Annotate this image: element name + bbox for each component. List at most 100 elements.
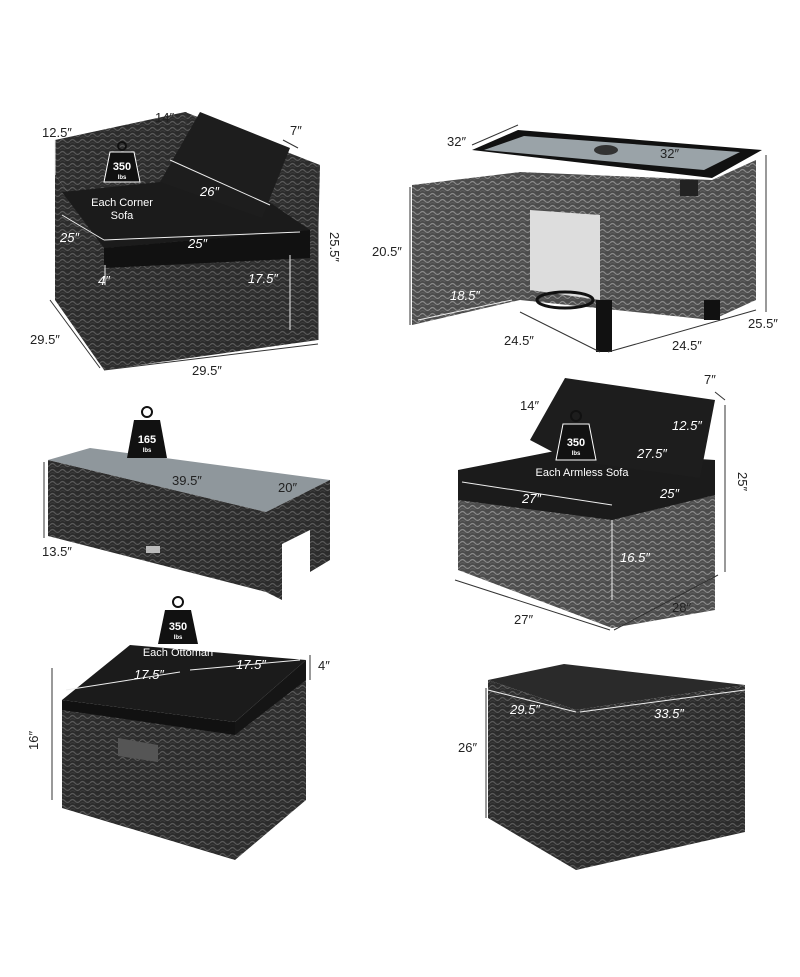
armless-sofa-dim-height: 25″ — [735, 472, 750, 491]
dim-line — [607, 309, 757, 353]
dim-line — [103, 231, 301, 241]
dim-line — [714, 391, 726, 401]
dim-line — [65, 671, 181, 691]
coffee-table-weight-badge: 165 lbs — [127, 406, 167, 458]
corner-sofa-dim-width: 29.5″ — [192, 363, 222, 378]
corner-sofa-dim-back-width: 14″ — [155, 110, 174, 125]
ottoman-dim-height: 16″ — [26, 731, 41, 750]
armless-sofa-caption: Each Armless Sofa — [536, 467, 630, 479]
fire-table-dim-height: 25.5″ — [748, 316, 778, 331]
fire-table-dim-top-left: 32″ — [447, 134, 466, 149]
fire-table-door — [412, 172, 520, 325]
fire-table-dim-top-right: 32″ — [660, 146, 679, 161]
ottoman-weight-unit: lbs — [174, 635, 183, 641]
dim-line — [454, 579, 611, 631]
dim-line — [613, 574, 719, 631]
dim-line — [61, 214, 105, 241]
dim-line — [49, 299, 101, 369]
armless-sofa-dim-back-len: 27.5″ — [636, 446, 667, 461]
ottoman-dim-left: 17.5″ — [134, 667, 164, 682]
armless-sofa-weight: 350 — [567, 437, 585, 449]
fire-table-knob — [680, 180, 698, 196]
corner-sofa-caption-2: Sofa — [111, 210, 135, 222]
corner-sofa-dim-height: 25.5″ — [327, 232, 342, 262]
ottoman-weight-badge: 350 lbs — [158, 596, 198, 644]
ottoman-weight: 350 — [169, 621, 187, 633]
armless-sofa-dim-back-width: 14″ — [520, 398, 539, 413]
dim-line — [487, 689, 577, 713]
fire-table-leg — [704, 300, 720, 320]
coffee-table-side — [266, 480, 330, 600]
corner-sofa-figure: 350 lbs Each Corner Sofa 12.5″ 14″ 7″ 25… — [30, 110, 342, 378]
dim-line — [519, 311, 601, 353]
fire-table-tank-ring — [535, 290, 595, 310]
dim-line — [471, 124, 519, 146]
corner-sofa-seat-cushion-front — [104, 230, 310, 268]
armless-sofa-weight-badge: 350 lbs — [555, 410, 597, 461]
armless-sofa-dim-seat-height: 16.5″ — [620, 550, 650, 565]
fire-table-dim-door-inner: 18.5″ — [450, 288, 480, 303]
coffee-table-weight: 165 — [138, 434, 156, 446]
ottoman-dim-right: 17.5″ — [236, 657, 266, 672]
corner-sofa-dim-seat-height: 17.5″ — [248, 271, 278, 286]
storage-box-lid — [488, 664, 745, 710]
armless-sofa-dim-seat-w: 27″ — [521, 491, 541, 506]
fire-table-body-side — [712, 160, 756, 320]
corner-sofa-dim-cushion-len: 26″ — [199, 184, 219, 199]
ottoman-handle — [118, 738, 158, 762]
storage-box-left — [488, 680, 576, 870]
ottoman-base-side — [235, 680, 306, 860]
coffee-table-weight-unit: lbs — [143, 448, 152, 454]
dim-line — [103, 343, 319, 371]
corner-sofa-back-cushion — [160, 112, 290, 218]
coffee-table-front — [48, 460, 266, 592]
dim-line — [417, 299, 513, 321]
ottoman-figure: 350 lbs Each Ottoman 17.5″ 17.5″ 4″ 16″ — [26, 596, 330, 860]
armless-sofa-dim-back-height: 12.5″ — [672, 418, 702, 433]
armless-sofa-base — [458, 490, 715, 628]
fire-table-interior — [530, 210, 600, 300]
fire-table-dim-base-right: 24.5″ — [672, 338, 702, 353]
fire-table-dim-door-height: 20.5″ — [372, 244, 402, 259]
ottoman-base-front — [62, 710, 235, 860]
coffee-table-figure: 165 lbs 39.5″ 20″ 13.5″ — [42, 406, 330, 600]
corner-sofa-weight-unit: lbs — [118, 175, 127, 181]
dim-line — [461, 481, 613, 506]
fire-table-figure: 32″ 32″ 20.5″ 18.5″ 24.5″ 24.5″ 25.5″ — [372, 124, 778, 353]
armless-sofa-dim-seat-d: 25″ — [659, 486, 679, 501]
fire-table-leg — [596, 300, 612, 352]
corner-sofa-front — [104, 240, 318, 370]
coffee-table-dim-width: 20″ — [278, 480, 297, 495]
corner-sofa-dim-top-left: 12.5″ — [42, 125, 72, 140]
corner-sofa-dim-depth: 29.5″ — [30, 332, 60, 347]
corner-sofa-dim-seat-left: 25″ — [59, 230, 79, 245]
corner-sofa-dim-seat-thick: 4″ — [98, 273, 110, 288]
storage-box-dim-height: 26″ — [458, 740, 477, 755]
dim-line — [282, 139, 299, 149]
corner-sofa-dim-cushion-thick: 7″ — [290, 123, 302, 138]
fire-table-dim-base-left: 24.5″ — [504, 333, 534, 348]
armless-sofa-dim-depth: 28″ — [672, 600, 691, 615]
fire-table-burner — [594, 145, 618, 155]
armless-sofa-dim-width: 27″ — [514, 612, 533, 627]
ottoman-dim-thick: 4″ — [318, 658, 330, 673]
dim-line — [579, 689, 746, 713]
armless-sofa-dim-cushion-thick: 7″ — [704, 372, 716, 387]
storage-box-right — [576, 685, 745, 870]
armless-sofa-weight-unit: lbs — [572, 451, 581, 457]
storage-box-dim-depth: 29.5″ — [509, 702, 540, 717]
ottoman-caption: Each Ottoman — [143, 647, 213, 659]
coffee-table-label — [146, 546, 160, 553]
dim-line — [169, 159, 271, 206]
corner-sofa-dim-seat-right: 25″ — [187, 236, 207, 251]
armless-sofa-figure: 350 lbs Each Armless Sofa 7″ 14″ 12.5″ 2… — [454, 372, 750, 631]
coffee-table-dim-height: 13.5″ — [42, 544, 72, 559]
coffee-table-dim-length: 39.5″ — [172, 473, 202, 488]
corner-sofa-weight: 350 — [113, 161, 131, 173]
storage-box-figure: 29.5″ 33.5″ 26″ — [458, 664, 746, 870]
corner-sofa-caption-1: Each Corner — [91, 197, 153, 209]
ottoman-cushion-top — [62, 645, 306, 722]
dim-line — [189, 659, 301, 671]
corner-sofa-weight-badge: 350 lbs — [103, 141, 141, 183]
